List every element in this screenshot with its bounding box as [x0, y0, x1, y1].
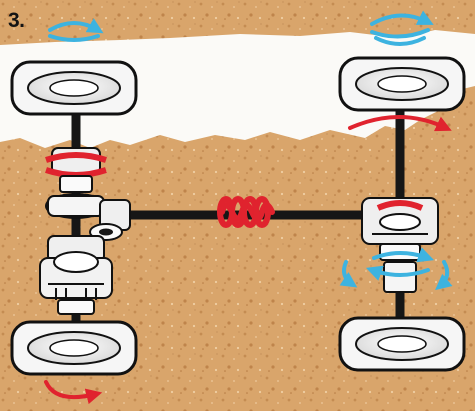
curved-arrow-icon [348, 115, 452, 132]
curved-arrow-icon [48, 18, 104, 42]
limited-slip-unit-front [45, 147, 107, 193]
front-left-wheel [10, 60, 138, 116]
curved-arrow-icon [370, 10, 434, 46]
rear-right-wheel [338, 316, 466, 372]
curved-arrow-icon [339, 247, 453, 291]
limited-slip-unit-rear [39, 235, 113, 315]
center-coupling [217, 196, 275, 228]
rear-differential [361, 197, 439, 293]
step-number: 3. [8, 9, 25, 32]
front-right-wheel [338, 56, 466, 112]
front-differential [45, 193, 107, 219]
curved-arrow-icon [44, 380, 103, 405]
rear-left-wheel [10, 320, 138, 376]
